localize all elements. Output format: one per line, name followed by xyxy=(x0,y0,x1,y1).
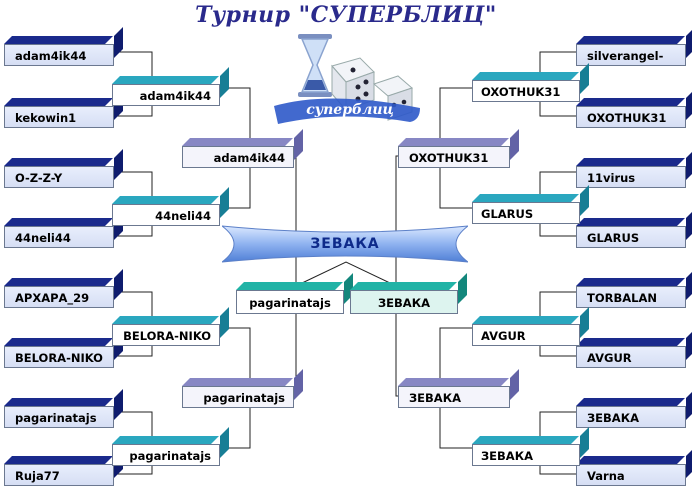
player-slot: TORBALAN xyxy=(576,286,686,308)
player-slot: OXOTHUK31 xyxy=(576,106,686,128)
winner-name: ЗЕВАКА xyxy=(310,236,380,252)
superblitz-logo: суперблиц xyxy=(270,32,430,128)
round2-slot: ЗЕВАКА xyxy=(472,444,580,466)
logo-text: суперблиц xyxy=(306,102,394,118)
player-slot: АРХАРА_29 xyxy=(4,286,114,308)
round2-slot: 44neli44 xyxy=(112,204,220,226)
player-slot: GLARUS xyxy=(576,226,686,248)
round2-slot: GLARUS xyxy=(472,202,580,224)
hourglass-icon xyxy=(298,34,332,97)
finalist-left: pagarinatajs xyxy=(236,290,344,314)
player-slot: pagarinatajs xyxy=(4,406,114,428)
round2-slot: pagarinatajs xyxy=(112,444,220,466)
player-slot: AVGUR xyxy=(576,346,686,368)
semifinal-slot: OXOTHUK31 xyxy=(398,146,510,168)
round2-slot: adam4ik44 xyxy=(112,84,220,106)
logo-swoosh xyxy=(274,98,420,124)
player-slot: Varna xyxy=(576,464,686,486)
winner-banner: ЗЕВАКА xyxy=(222,222,468,266)
player-slot: 11virus xyxy=(576,166,686,188)
player-slot: silverangel- xyxy=(576,44,686,66)
player-slot: BELORA-NIKO xyxy=(4,346,114,368)
player-slot: 44neli44 xyxy=(4,226,114,248)
semifinal-slot: adam4ik44 xyxy=(182,146,294,168)
round2-slot: OXOTHUK31 xyxy=(472,80,580,102)
finalist-right: ЗЕВАКА xyxy=(350,290,458,314)
player-slot: adam4ik44 xyxy=(4,44,114,66)
player-slot: ЗЕВАКА xyxy=(576,406,686,428)
player-slot: O-Z-Z-Y xyxy=(4,166,114,188)
page-title: Турнир "СУПЕРБЛИЦ" xyxy=(195,2,497,28)
player-slot: kekowin1 xyxy=(4,106,114,128)
semifinal-slot: pagarinatajs xyxy=(182,386,294,408)
player-slot: Ruja77 xyxy=(4,464,114,486)
round2-slot: BELORA-NIKO xyxy=(112,324,220,346)
round2-slot: AVGUR xyxy=(472,324,580,346)
semifinal-slot: ЗЕВАКА xyxy=(398,386,510,408)
